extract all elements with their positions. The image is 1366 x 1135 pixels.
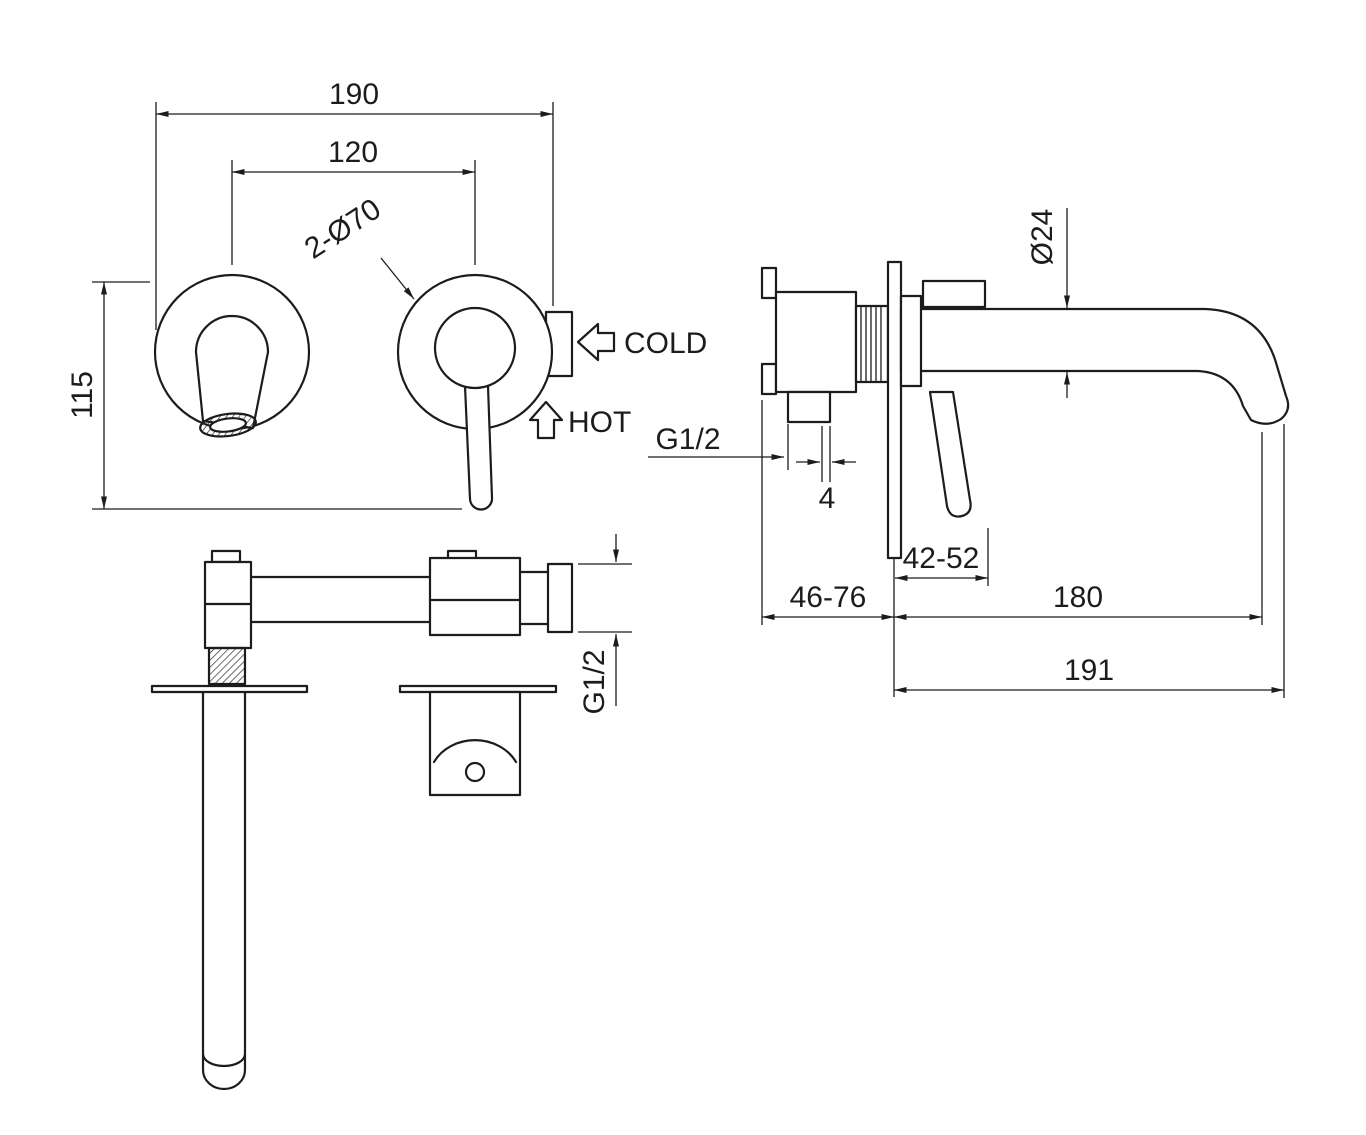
hot-flow-arrow-icon: [528, 400, 564, 440]
dim-depth-range-label: 42-52: [903, 542, 980, 575]
mounting-tab-top: [760, 266, 778, 300]
side-dimension-lines: [648, 208, 1285, 698]
front-dimension-lines: [92, 102, 554, 510]
dim-gap-label: 4: [819, 482, 836, 515]
side-view: Ø24 G1/2 4 42-52 46-76 180 191: [648, 208, 1290, 698]
spout-collar-side: [899, 294, 923, 388]
valve-cartridge-body: [428, 556, 522, 637]
inlet-stub-side: [786, 390, 832, 424]
outlet-stub-tube: [518, 570, 550, 626]
spout-outlet-bore: [209, 417, 247, 433]
retaining-clip: [432, 739, 518, 764]
mounting-tab-bottom: [760, 362, 778, 396]
dim-total-width-label: 190: [329, 78, 379, 111]
hot-label: HOT: [568, 406, 631, 439]
dim-escutcheon-label: 2-Ø70: [299, 192, 387, 265]
handle-lever-side: [928, 390, 972, 518]
body-connecting-tube: [249, 575, 432, 624]
spout-tip-cap: [201, 1068, 247, 1091]
handle-base-circle: [433, 306, 517, 390]
thread-lines: [860, 306, 882, 382]
dim-body-depth-range-label: 46-76: [790, 581, 867, 614]
dim-spout-diameter-label: Ø24: [1026, 209, 1059, 266]
spout-flange-edge: [150, 684, 309, 694]
spout-top-notch: [210, 549, 242, 564]
wall-plate: [886, 260, 903, 560]
cold-label: COLD: [624, 327, 707, 360]
spout-tip-seam: [201, 1052, 247, 1068]
handle-top-side: [921, 279, 987, 309]
handle-lever-front: [463, 384, 494, 511]
dim-height-label: 115: [66, 371, 99, 419]
spout-body-front: [194, 314, 270, 430]
front-view: 190 120 2-Ø70 115 COLD HOT: [66, 78, 707, 511]
valve-body-side: [774, 290, 858, 394]
outlet-stub-collar: [546, 562, 574, 634]
spout-thread-section: [207, 646, 247, 686]
dim-spout-reach-label: 180: [1053, 581, 1103, 614]
dim-hole-spacing-label: 120: [328, 136, 378, 169]
dim-outlet-thread-label: G1/2: [578, 649, 611, 714]
setscrew: [464, 761, 486, 783]
dim-inlet-thread-label: G1/2: [655, 423, 720, 456]
spout-side-outline: [899, 307, 1290, 425]
dim-overall-length-label: 191: [1064, 654, 1114, 687]
plan-dimension-lines: [578, 534, 632, 706]
cold-flow-arrow-icon: [576, 322, 616, 362]
plan-view: G1/2: [150, 534, 632, 1091]
spout-tube-plan: [201, 690, 247, 1072]
